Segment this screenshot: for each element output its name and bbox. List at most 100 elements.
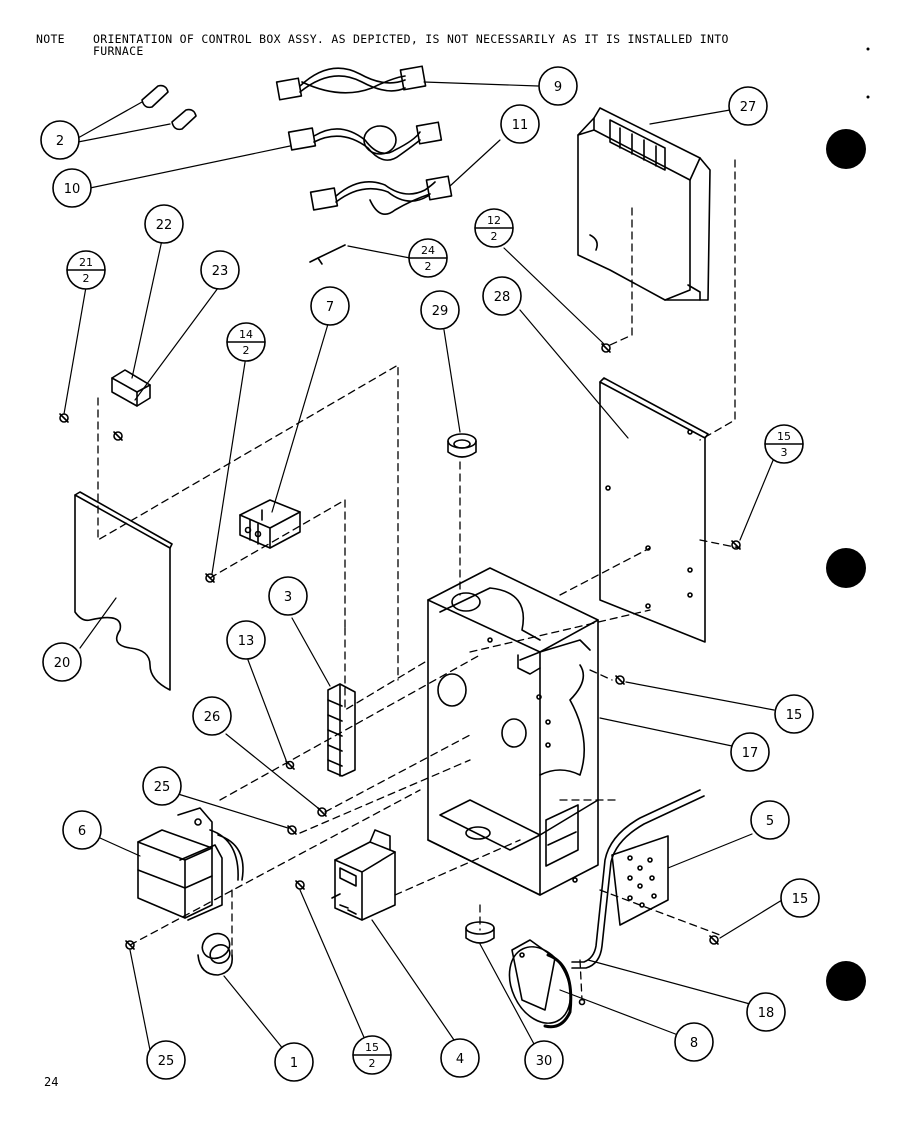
callout-26 — [192, 696, 232, 736]
fraction-12-denominator: 2 — [491, 230, 498, 243]
callout-label-13: 13 — [238, 634, 255, 649]
callout-label-7: 7 — [326, 300, 334, 315]
callout-label-1: 1 — [290, 1056, 298, 1071]
callout-label-6: 6 — [78, 824, 86, 839]
callout-9 — [538, 66, 578, 106]
note-label: NOTE — [36, 32, 65, 46]
callout-23 — [200, 250, 240, 290]
binder-hole-bottom — [826, 961, 866, 1001]
leader-lines — [63, 81, 783, 1051]
screw-25-upper — [287, 825, 297, 835]
fraction-dividers — [66, 227, 804, 1056]
wire-harness-9 — [275, 65, 427, 101]
screw-23 — [113, 431, 123, 441]
callout-17 — [730, 732, 770, 772]
control-board-27 — [577, 107, 711, 301]
callout-label-29: 29 — [432, 304, 449, 319]
callout-label-22: 22 — [156, 218, 173, 233]
relay-part-7 — [239, 499, 301, 549]
callout-2 — [40, 120, 80, 160]
fraction-15-2-numerator: 15 — [365, 1041, 379, 1054]
callout-25-lower — [146, 1040, 186, 1080]
fraction-24-denominator: 2 — [425, 260, 432, 273]
side-panel-20 — [74, 491, 173, 691]
callout-28 — [482, 276, 522, 316]
screw-25-lower — [125, 940, 135, 950]
callout-label-15-mid: 15 — [786, 708, 803, 723]
callout-label-15-lower: 15 — [792, 892, 809, 907]
callout-8 — [674, 1022, 714, 1062]
page-number: 24 — [44, 1075, 59, 1089]
screw-12 — [601, 343, 611, 353]
terminal-strip-3 — [327, 683, 356, 777]
cover-panel-28 — [599, 377, 709, 643]
fraction-24-numerator: 24 — [421, 244, 435, 257]
fraction-labels: 21 2 14 2 24 2 12 2 15 3 15 2 — [79, 214, 791, 1070]
callout-20 — [42, 642, 82, 682]
control-box-housing — [427, 567, 599, 896]
callout-label-30: 30 — [536, 1054, 553, 1069]
binder-hole-middle — [826, 548, 866, 588]
fraction-15-3-denominator: 3 — [781, 446, 788, 459]
callout-label-3: 3 — [284, 590, 292, 605]
fraction-15-3-numerator: 15 — [777, 430, 791, 443]
screw-8 — [578, 998, 586, 1006]
callout-label-18: 18 — [758, 1006, 775, 1021]
orientation-note: NOTE ORIENTATION OF CONTROL BOX ASSY. AS… — [36, 32, 728, 93]
screw-15-lower — [295, 880, 305, 890]
callout-label-17: 17 — [742, 746, 759, 761]
screw-15-mid — [615, 675, 625, 685]
binder-holes — [826, 47, 870, 1001]
callout-5 — [750, 800, 790, 840]
screw-15-right — [731, 540, 741, 550]
callout-25-upper — [142, 766, 182, 806]
callout-label-27: 27 — [740, 100, 757, 115]
callout-label-11: 11 — [512, 118, 529, 133]
callout-4 — [440, 1038, 480, 1078]
callout-10 — [52, 168, 92, 208]
sensor-part-24 — [309, 244, 346, 265]
callout-label-2: 2 — [56, 134, 64, 149]
callout-30 — [524, 1040, 564, 1080]
callout-29 — [420, 290, 460, 330]
note-text-line2: FURNACE — [93, 44, 144, 58]
relay-part-4 — [331, 829, 396, 921]
fraction-14-numerator: 14 — [239, 328, 253, 341]
callout-label-28: 28 — [494, 290, 511, 305]
callout-label-4: 4 — [456, 1052, 464, 1067]
grommet-part-29 — [447, 433, 477, 458]
screw-13 — [285, 760, 295, 770]
wire-harness-11 — [309, 175, 453, 216]
callout-label-5: 5 — [766, 814, 774, 829]
callout-label-8: 8 — [690, 1036, 698, 1051]
fraction-14-denominator: 2 — [243, 344, 250, 357]
callout-label-25-upper: 25 — [154, 780, 171, 795]
screw-14 — [205, 573, 215, 583]
callout-3 — [268, 576, 308, 616]
callout-11 — [500, 104, 540, 144]
callout-label-10: 10 — [64, 182, 81, 197]
bracket-part-22 — [111, 369, 151, 407]
screws — [59, 343, 741, 1006]
fraction-12-numerator: 12 — [487, 214, 501, 227]
callout-1 — [274, 1042, 314, 1082]
plug-part-30 — [465, 921, 495, 944]
screw-15-bottom-right — [709, 935, 719, 945]
note-text-line1: ORIENTATION OF CONTROL BOX ASSY. AS DEPI… — [93, 32, 729, 46]
callout-7 — [310, 286, 350, 326]
callout-22 — [144, 204, 184, 244]
callout-15-lower — [780, 878, 820, 918]
callout-18 — [746, 992, 786, 1032]
fuse-part-2 — [141, 84, 197, 131]
callout-labels: 2 9 10 11 27 22 23 7 29 28 3 20 13 26 15… — [54, 80, 809, 1071]
callout-6 — [62, 810, 102, 850]
assembly-guide-lines — [97, 159, 741, 1001]
pressure-switch-8 — [508, 939, 573, 1029]
fraction-21-denominator: 2 — [83, 272, 90, 285]
callout-27 — [728, 86, 768, 126]
fraction-15-2-denominator: 2 — [369, 1057, 376, 1070]
wire-harness-10 — [287, 121, 443, 161]
binder-hole-top — [826, 129, 866, 169]
